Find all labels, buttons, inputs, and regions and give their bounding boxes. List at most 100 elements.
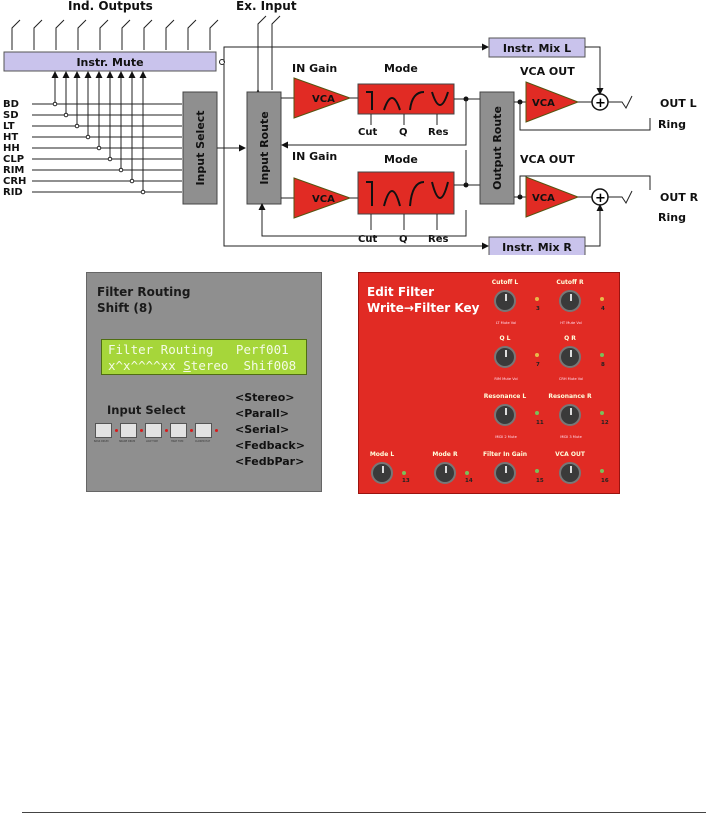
q-l-num: 7 bbox=[536, 362, 540, 368]
led-4 bbox=[190, 429, 193, 432]
svg-text:Cut: Cut bbox=[358, 234, 377, 245]
mode-r-led bbox=[465, 471, 469, 475]
led-3 bbox=[165, 429, 168, 432]
button-label-2: SNARE DRUM bbox=[119, 440, 136, 443]
svg-text:Q: Q bbox=[399, 234, 408, 245]
q-r-knob[interactable] bbox=[559, 346, 581, 368]
q-r-sub: CRH Mute Vol bbox=[558, 377, 584, 381]
filter-in-gain-led bbox=[535, 469, 539, 473]
filter-block-bottom bbox=[357, 171, 455, 215]
svg-text:HH: HH bbox=[3, 143, 20, 154]
svg-text:VCA: VCA bbox=[312, 194, 335, 205]
resonance-l-sub: MIDI 2 Mute bbox=[495, 435, 517, 439]
filter-block-top bbox=[357, 83, 455, 115]
led-5 bbox=[215, 429, 218, 432]
mode-stereo: <Stereo> bbox=[235, 391, 295, 404]
input-button-4[interactable] bbox=[170, 423, 187, 438]
routing-title-2: Shift (8) bbox=[97, 301, 153, 315]
input-button-5[interactable] bbox=[195, 423, 212, 438]
filter-routing-panel: Filter Routing Shift (8) Filter Routing … bbox=[86, 272, 322, 492]
in-gain-label-top: IN Gain bbox=[292, 62, 337, 75]
in-gain-label-bottom: IN Gain bbox=[292, 150, 337, 163]
resonance-l-led bbox=[535, 411, 539, 415]
cutoff-r-label: Cutoff R bbox=[556, 279, 584, 286]
mode-l-led bbox=[402, 471, 406, 475]
q-l-led bbox=[535, 353, 539, 357]
vca-out-top bbox=[525, 81, 580, 123]
vca-out-num: 16 bbox=[601, 478, 609, 484]
button-label-5: CLOSED HAT bbox=[195, 440, 211, 443]
filter-signal-flow-diagram: Ind. Outputs Ex. Input Instr. Mute BD SD… bbox=[3, 0, 699, 255]
mode-parall: <Parall> bbox=[235, 407, 290, 420]
ind-outputs-label: Ind. Outputs bbox=[68, 0, 153, 13]
edit-title-1: Edit Filter bbox=[367, 285, 435, 299]
mode-l-num: 13 bbox=[402, 478, 410, 484]
resonance-r-sub: MIDI 3 Mute bbox=[560, 435, 582, 439]
svg-text:CLP: CLP bbox=[3, 154, 24, 165]
instrument-lines bbox=[32, 71, 182, 193]
svg-text:RID: RID bbox=[3, 187, 23, 198]
edit-filter-panel: Edit Filter Write→Filter Key Cutoff L 3 … bbox=[358, 272, 620, 494]
cutoff-r-sub: HT Mute Vol bbox=[560, 321, 582, 325]
vca-out-label-bottom: VCA OUT bbox=[520, 153, 575, 166]
vca-out-knob-label: VCA OUT bbox=[555, 451, 585, 458]
led-2 bbox=[140, 429, 143, 432]
out-r-label: OUT R bbox=[660, 191, 699, 204]
svg-text:Instr. Mix R: Instr. Mix R bbox=[502, 241, 572, 254]
output-route-block bbox=[479, 91, 515, 205]
instr-mute-label: Instr. Mute bbox=[76, 56, 143, 69]
input-select-block bbox=[182, 91, 218, 205]
filter-in-gain-knob[interactable] bbox=[494, 462, 516, 484]
q-l-label: Q L bbox=[499, 335, 511, 342]
resonance-l-knob[interactable] bbox=[494, 404, 516, 426]
ind-output-arrows bbox=[11, 19, 219, 50]
svg-text:LT: LT bbox=[3, 121, 15, 132]
mode-fedback: <Fedback> bbox=[235, 439, 305, 452]
resonance-r-num: 12 bbox=[601, 420, 609, 426]
svg-text:Cut: Cut bbox=[358, 127, 377, 138]
lcd-display: Filter Routing Perf001 x^x^^^^xx Stereo … bbox=[101, 339, 307, 375]
lcd-line-2: x^x^^^^xx Stereo Shif008 bbox=[108, 358, 297, 373]
mode-fedbpar: <FedbPar> bbox=[235, 455, 305, 468]
svg-text:VCA: VCA bbox=[312, 94, 335, 105]
input-button-2[interactable] bbox=[120, 423, 137, 438]
input-button-3[interactable] bbox=[145, 423, 162, 438]
cutoff-l-knob[interactable] bbox=[494, 290, 516, 312]
edit-title-2: Write→Filter Key bbox=[367, 301, 480, 315]
q-l-knob[interactable] bbox=[494, 346, 516, 368]
cutoff-r-knob[interactable] bbox=[559, 290, 581, 312]
output-route-label: Output Route bbox=[491, 106, 504, 190]
mode-l-knob[interactable] bbox=[371, 462, 393, 484]
ring-label-bottom: Ring bbox=[658, 211, 686, 224]
svg-text:VCA: VCA bbox=[532, 98, 555, 109]
cutoff-r-led bbox=[600, 297, 604, 301]
routing-title-1: Filter Routing bbox=[97, 285, 191, 299]
svg-text:Instr. Mix L: Instr. Mix L bbox=[503, 42, 571, 55]
q-r-num: 8 bbox=[601, 362, 605, 368]
cutoff-r-num: 4 bbox=[601, 306, 605, 312]
instrument-labels: BD SD LT HT HH CLP RIM CRH RID bbox=[3, 99, 26, 198]
mode-l-label: Mode L bbox=[369, 451, 395, 458]
out-l-label: OUT L bbox=[660, 97, 697, 110]
cutoff-l-num: 3 bbox=[536, 306, 540, 312]
lcd-line-1: Filter Routing Perf001 bbox=[108, 342, 289, 357]
mode-r-knob[interactable] bbox=[434, 462, 456, 484]
mode-r-num: 14 bbox=[465, 478, 473, 484]
input-button-1[interactable] bbox=[95, 423, 112, 438]
q-l-sub: RIM Mute Vol bbox=[494, 377, 518, 381]
input-select-label: Input Select bbox=[194, 110, 207, 185]
resonance-r-led bbox=[600, 411, 604, 415]
mode-label-bottom: Mode bbox=[384, 153, 418, 166]
svg-text:HT: HT bbox=[3, 132, 18, 143]
input-route-label: Input Route bbox=[258, 111, 271, 184]
svg-text:VCA: VCA bbox=[532, 193, 555, 204]
svg-text:SD: SD bbox=[3, 110, 19, 121]
vca-out-knob[interactable] bbox=[559, 462, 581, 484]
ex-input-label: Ex. Input bbox=[236, 0, 297, 13]
svg-text:BD: BD bbox=[3, 99, 19, 110]
resonance-r-knob[interactable] bbox=[559, 404, 581, 426]
q-r-led bbox=[600, 353, 604, 357]
input-select-heading: Input Select bbox=[107, 403, 186, 417]
svg-text:Res: Res bbox=[428, 127, 448, 138]
resonance-r-label: Resonance R bbox=[548, 393, 592, 400]
